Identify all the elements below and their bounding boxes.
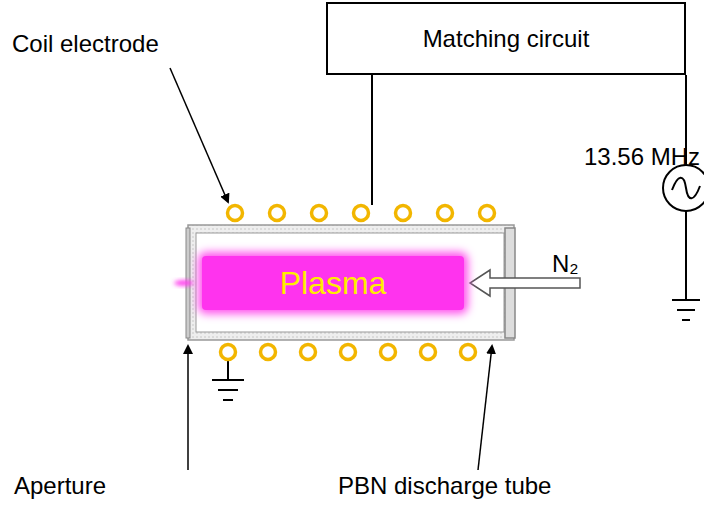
- node-label: Matching circuit: [423, 25, 590, 53]
- matching-circuit-box: Matching circuit: [326, 2, 686, 75]
- leader-line: [170, 68, 492, 470]
- coil-winding: [221, 345, 476, 360]
- discharge-tube: [186, 225, 515, 340]
- part-label: Aperture: [14, 472, 106, 500]
- coil-winding: [228, 206, 495, 221]
- part-label: PBN discharge tube: [338, 472, 551, 500]
- plasma-region: Plasma: [202, 256, 464, 310]
- part-label: Coil electrode: [12, 30, 159, 58]
- plasma-jet: [174, 280, 194, 286]
- ac-source: [663, 165, 704, 211]
- node-label: Plasma: [280, 265, 387, 302]
- frequency-label: 13.56 MHz: [584, 143, 700, 171]
- gas-label: N₂: [552, 250, 579, 278]
